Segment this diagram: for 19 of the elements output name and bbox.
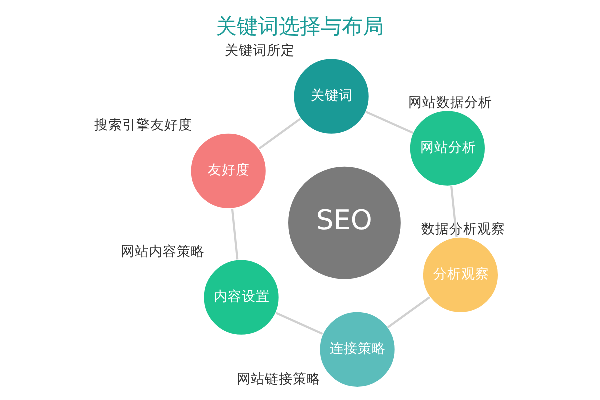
node-label: 网站数据分析: [408, 94, 492, 111]
connector: [231, 209, 239, 260]
connector: [276, 312, 324, 335]
node-label: 网站内容策略: [121, 244, 206, 260]
node-circle: 关键词: [293, 58, 370, 135]
node-circle: SEO: [287, 166, 402, 280]
diagram-title: 关键词选择与布局: [216, 14, 384, 39]
node-circle: 内容设置: [203, 259, 280, 336]
connector: [450, 186, 458, 238]
connector: [388, 296, 431, 328]
node-label: 搜索引擎友好度: [94, 118, 192, 134]
node-circle: 网站分析: [409, 110, 486, 187]
node-label: 网站链接策略: [237, 372, 322, 388]
node-circle: 友好度: [190, 132, 267, 210]
node-label: 关键词所定: [225, 42, 296, 59]
node-circle: 连接策略: [319, 311, 396, 388]
connector: [366, 111, 414, 134]
connector: [258, 118, 302, 150]
node-circle: 分析观察: [422, 236, 500, 314]
